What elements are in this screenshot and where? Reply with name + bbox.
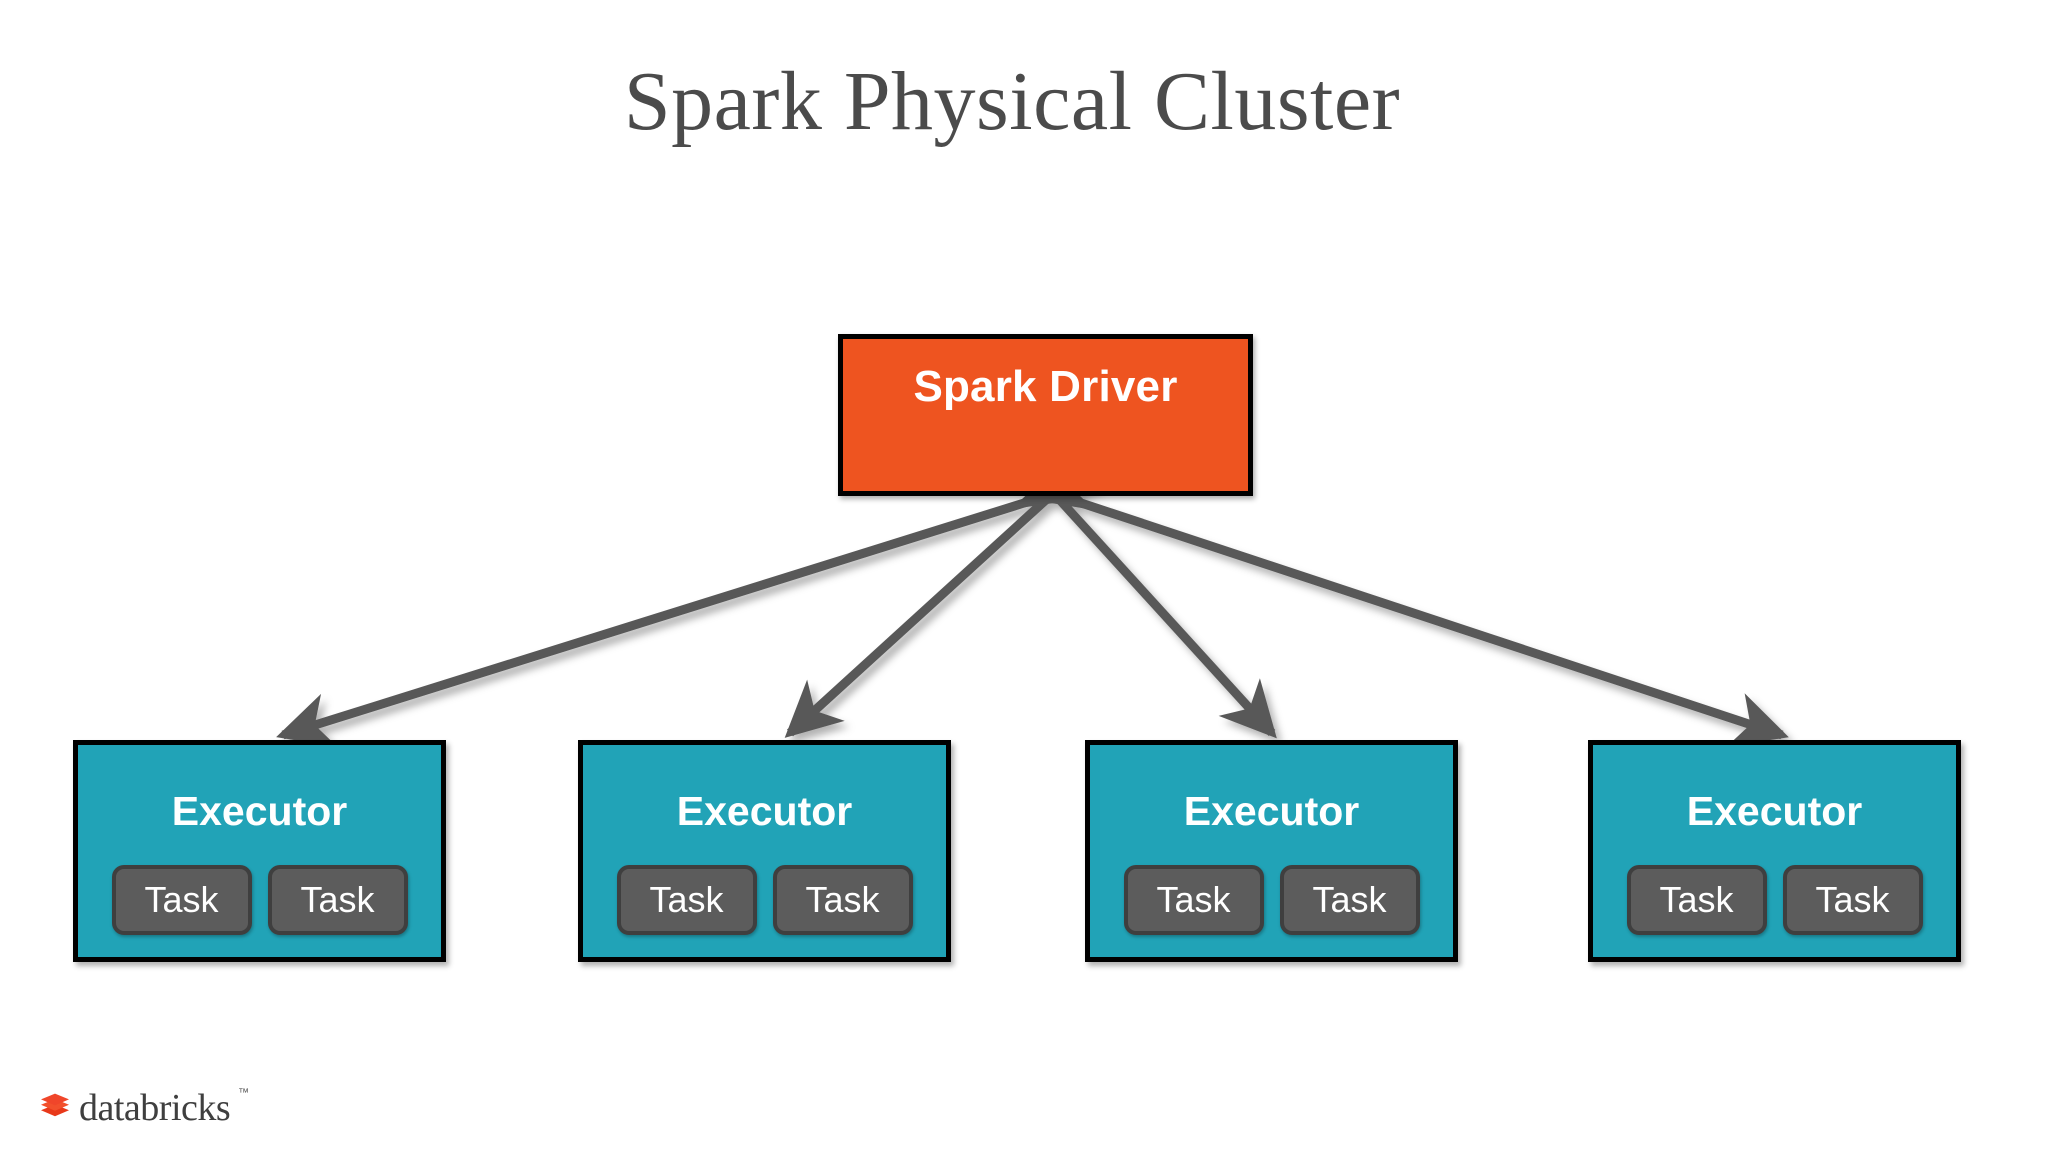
executor-label: Executor bbox=[171, 788, 348, 834]
node-task[interactable]: Task bbox=[111, 865, 252, 935]
executor-label: Executor bbox=[676, 788, 853, 834]
page-title-text: Spark Physical Cluster bbox=[623, 55, 1401, 148]
connector-driver-to-executor-4 bbox=[1011, 456, 1789, 747]
spark-driver-label: Spark Driver bbox=[913, 362, 1178, 411]
databricks-wordmark: databricks bbox=[79, 1087, 231, 1129]
node-task[interactable]: Task bbox=[1279, 865, 1420, 935]
task-row: Task Task bbox=[583, 865, 946, 935]
node-task[interactable]: Task bbox=[1626, 865, 1767, 935]
node-task[interactable]: Task bbox=[1782, 865, 1923, 935]
page-title: Spark Physical Cluster bbox=[0, 55, 2048, 148]
node-task[interactable]: Task bbox=[772, 865, 913, 935]
node-executor-2[interactable]: Executor Task Task bbox=[578, 740, 951, 962]
databricks-stacked-blocks-icon bbox=[38, 1090, 72, 1124]
executor-label: Executor bbox=[1686, 788, 1863, 834]
executor-label: Executor bbox=[1183, 788, 1360, 834]
databricks-logo: databricks ™ bbox=[38, 1084, 250, 1130]
connector-driver-to-executor-2 bbox=[784, 444, 1103, 738]
node-executor-4[interactable]: Executor Task Task bbox=[1588, 740, 1961, 962]
node-task[interactable]: Task bbox=[616, 865, 757, 935]
trademark-symbol: ™ bbox=[238, 1087, 250, 1099]
node-task[interactable]: Task bbox=[1123, 865, 1264, 935]
task-row: Task Task bbox=[1090, 865, 1453, 935]
task-row: Task Task bbox=[1593, 865, 1956, 935]
node-executor-1[interactable]: Executor Task Task bbox=[73, 740, 446, 962]
connector-driver-to-executor-1 bbox=[276, 456, 1095, 748]
node-spark-driver[interactable]: Spark Driver bbox=[838, 334, 1253, 496]
node-executor-3[interactable]: Executor Task Task bbox=[1085, 740, 1458, 962]
task-row: Task Task bbox=[78, 865, 441, 935]
connector-driver-to-executor-3 bbox=[1004, 443, 1277, 739]
node-task[interactable]: Task bbox=[267, 865, 408, 935]
